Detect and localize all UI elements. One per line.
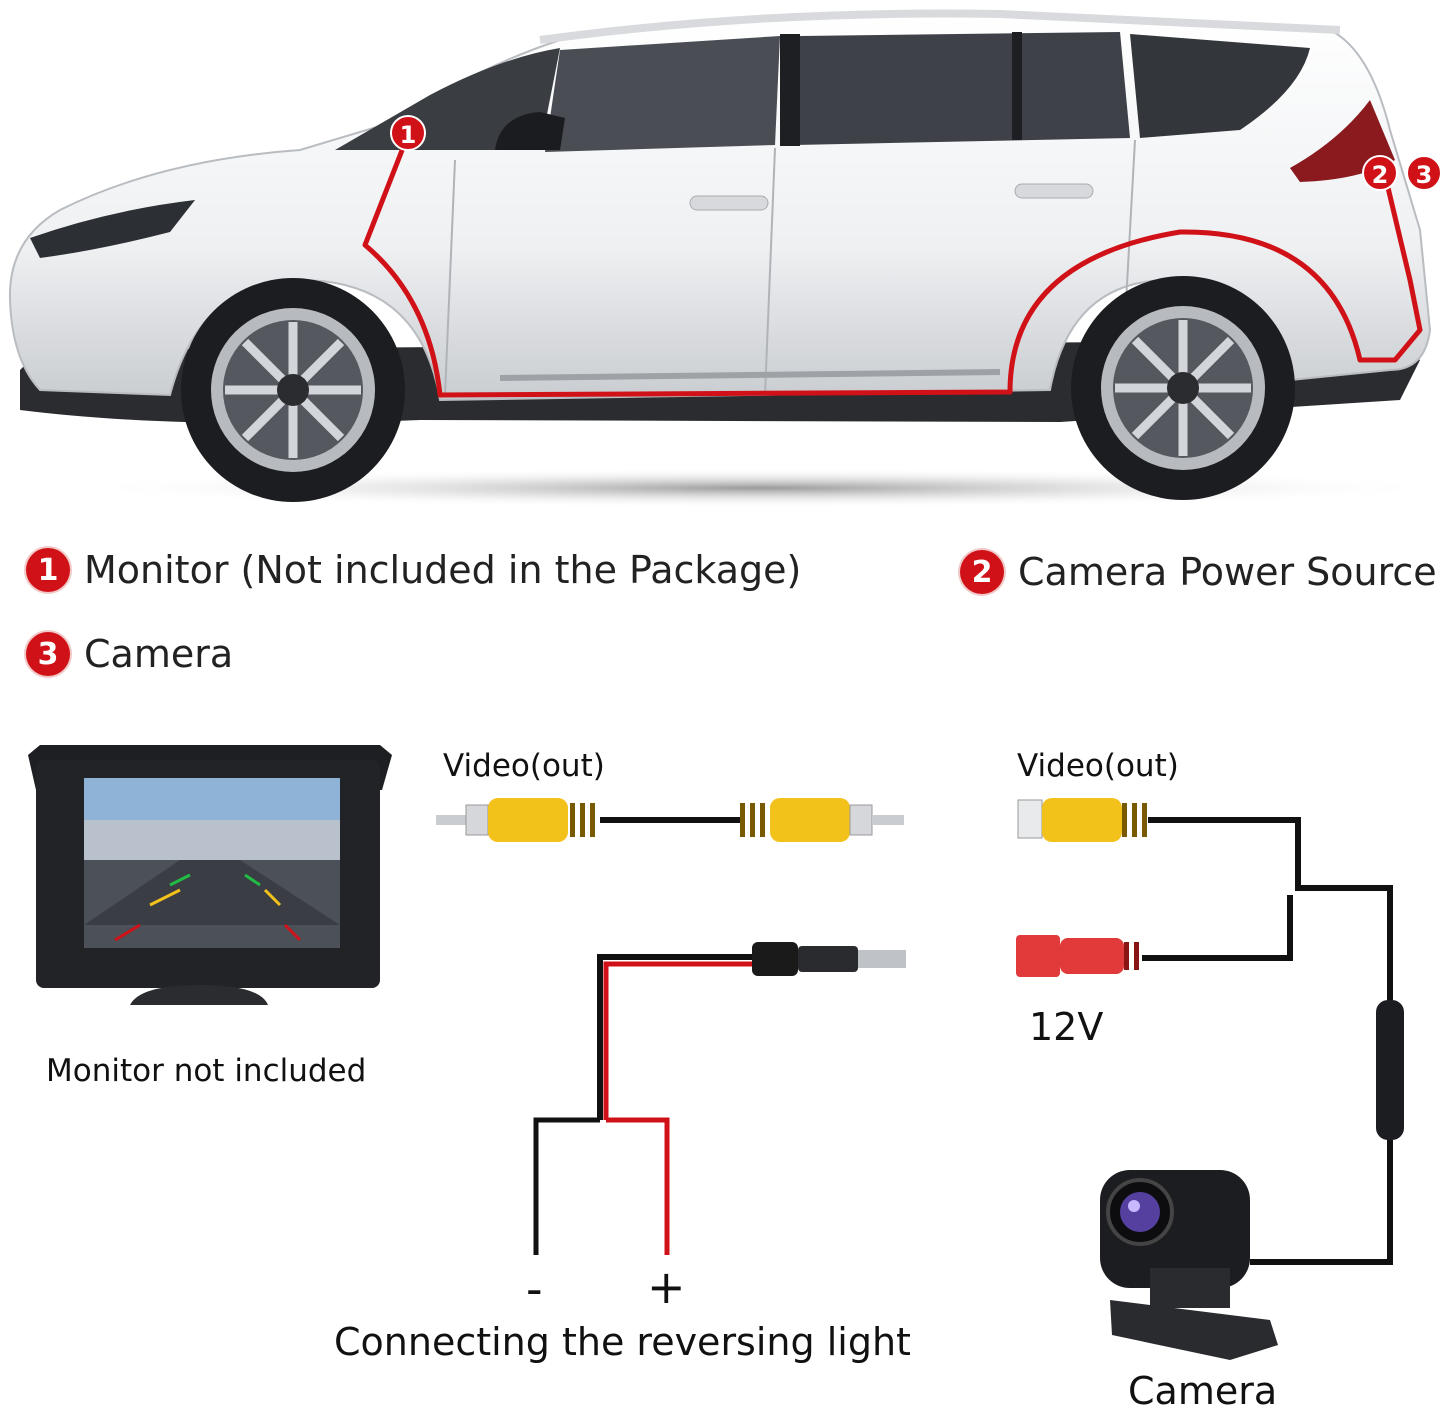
wiring-route (362, 134, 1423, 398)
front-wheel (181, 278, 405, 502)
svg-text:1: 1 (400, 121, 417, 149)
legend-item-monitor: 1 Monitor (Not included in the Package) (26, 548, 801, 592)
car-chrome-strip (499, 369, 1001, 381)
marker-3: 3 (1406, 155, 1442, 191)
car-rear-window (795, 32, 1130, 145)
car-roof (539, 9, 1341, 44)
car-mirror (495, 112, 565, 150)
svg-text:3: 3 (1416, 161, 1433, 189)
car-rear-quarter-window (1130, 34, 1310, 138)
car-b-pillar (780, 34, 800, 146)
car-door-handle (1014, 183, 1094, 199)
car-front-window (545, 36, 780, 152)
legend-number-badge: 3 (26, 632, 70, 676)
legend-number-badge: 1 (26, 548, 70, 592)
legend-item-camera: 3 Camera (26, 632, 233, 676)
car-windshield (335, 48, 560, 150)
legend-text: Camera (84, 632, 234, 676)
minus-label: - (526, 1262, 543, 1316)
rca-cable-left (436, 798, 904, 842)
camera-label: Camera (1128, 1369, 1278, 1413)
car-door-handle (689, 195, 769, 211)
marker-2: 2 (1362, 155, 1398, 191)
reversing-light-label: Connecting the reversing light (334, 1320, 911, 1364)
car-door-line (444, 139, 1136, 396)
voltage-label: 12V (1029, 1005, 1104, 1049)
dc-power-cable (533, 942, 906, 1255)
monitor-image (28, 745, 392, 1005)
video-out-label-right: Video(out) (1017, 748, 1179, 784)
legend-text: Monitor (Not included in the Package) (84, 548, 802, 592)
car-headlight (30, 200, 195, 258)
video-out-label-left: Video(out) (443, 748, 605, 784)
rear-wheel (1071, 276, 1295, 500)
marker-1: 1 (390, 115, 426, 151)
monitor-note: Monitor not included (46, 1053, 367, 1089)
car-shadow (70, 468, 1445, 508)
legend-number-badge: 2 (960, 550, 1004, 594)
car-illustration: 1 2 3 (8, 9, 1445, 508)
car-c-pillar (1012, 32, 1022, 140)
svg-text:2: 2 (1372, 161, 1389, 189)
plus-label: + (647, 1260, 686, 1314)
legend-item-power-source: 2 Camera Power Source (960, 550, 1437, 594)
camera-image (1100, 1170, 1278, 1360)
legend-text: Camera Power Source (1018, 550, 1437, 594)
